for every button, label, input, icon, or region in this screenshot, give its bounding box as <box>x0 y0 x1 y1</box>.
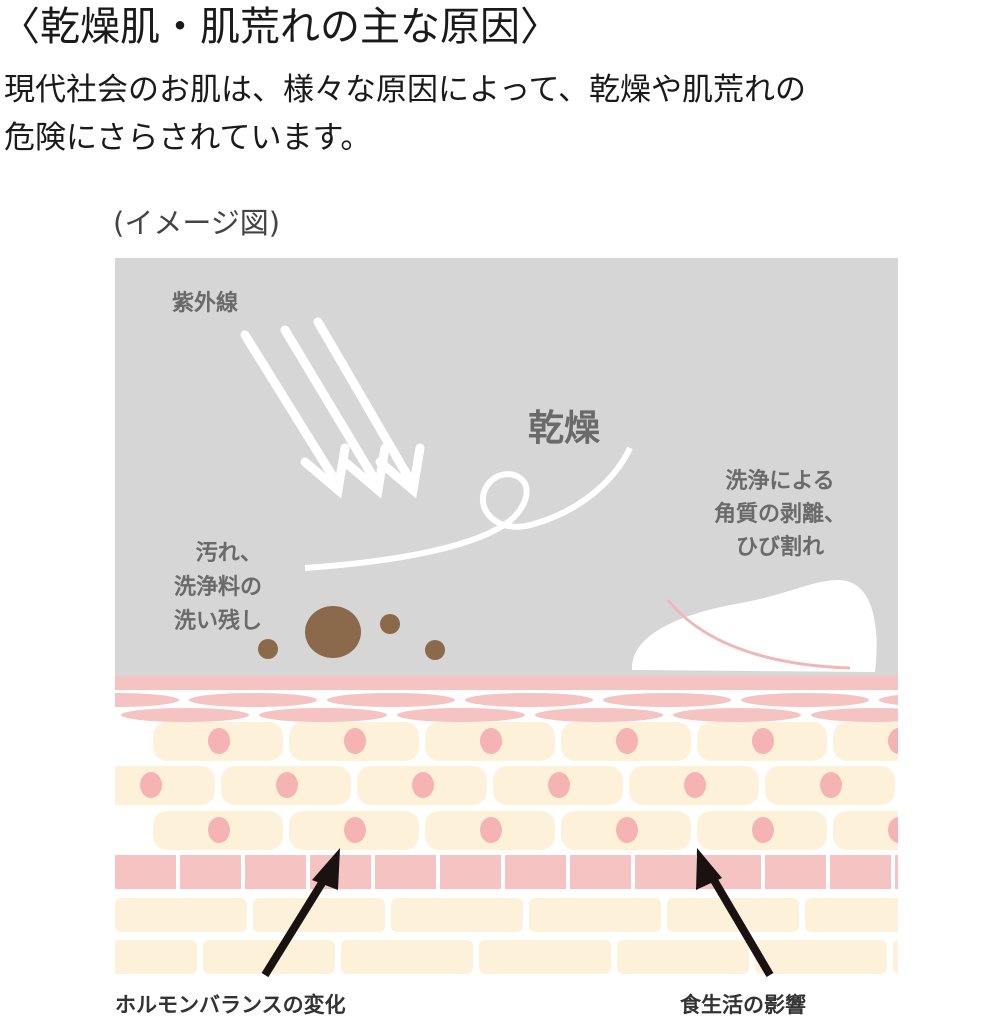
dryness-swirl-icon <box>304 446 633 571</box>
flat-cell <box>741 693 869 707</box>
cell-nucleus <box>480 817 502 843</box>
skin-cell <box>901 766 984 805</box>
cell-nucleus <box>140 772 162 798</box>
cell-nucleus <box>684 772 706 798</box>
peeling-label: ひび割れ <box>736 534 824 560</box>
dermis-cell <box>805 898 898 932</box>
flat-cell <box>189 693 317 707</box>
cell-nucleus <box>548 772 570 798</box>
flat-cell <box>397 708 525 722</box>
skin-cell <box>115 766 215 805</box>
dirt-label: 汚れ、 <box>196 541 262 566</box>
dryness-label: 乾燥 <box>528 408 601 449</box>
flat-cell <box>465 693 593 707</box>
dermis-cell <box>755 940 887 974</box>
basal-cell <box>115 855 176 889</box>
cell-nucleus <box>208 728 230 754</box>
intro-line: 現代社会のお肌は、様々な原因によって、乾燥や肌荒れの <box>4 72 806 108</box>
uv-arrows-icon <box>240 317 425 499</box>
basal-cell <box>570 855 631 889</box>
hormone-arrow-icon <box>261 848 340 978</box>
skin-cell <box>969 811 984 850</box>
dermis-cell <box>341 940 473 974</box>
flat-cell <box>811 708 898 722</box>
basal-cell <box>765 855 826 889</box>
skin-cell <box>833 722 898 761</box>
skin-cell <box>969 722 984 761</box>
stratum-corneum <box>115 676 898 690</box>
hormone-label: ホルモンバランスの変化 <box>115 992 346 1017</box>
dermis-cell <box>479 940 611 974</box>
flat-cell <box>259 708 387 722</box>
flat-cell <box>603 693 731 707</box>
cell-nucleus <box>752 728 774 754</box>
dermis-cell <box>893 940 898 974</box>
peeling-label: 洗浄による <box>725 468 834 494</box>
basal-cell <box>635 855 696 889</box>
basal-cell <box>245 855 306 889</box>
skin-layers <box>115 676 984 980</box>
cell-nucleus <box>616 728 638 754</box>
cell-nucleus <box>480 728 502 754</box>
flat-cell <box>879 695 898 705</box>
skin-cell <box>833 811 898 850</box>
flat-cell <box>673 708 801 722</box>
dermis-cell <box>617 940 749 974</box>
basal-cell <box>440 855 501 889</box>
cell-nucleus <box>888 728 898 754</box>
page-title: 〈乾燥肌・肌荒れの主な原因〉 <box>0 4 560 50</box>
cell-nucleus <box>820 772 842 798</box>
dermis-cell <box>253 898 385 932</box>
cell-nucleus <box>412 772 434 798</box>
dermis-cell <box>115 898 247 932</box>
diet-arrow-icon <box>696 848 774 978</box>
flake-crack <box>666 599 851 670</box>
dermis-cell <box>203 940 335 974</box>
basal-cell <box>180 855 241 889</box>
image-caption: (イメージ図) <box>113 206 281 240</box>
cell-nucleus <box>344 728 366 754</box>
flat-cell <box>121 708 249 722</box>
cell-nucleus <box>208 817 230 843</box>
diet-label: 食生活の影響 <box>680 992 806 1017</box>
flat-cell <box>949 708 984 722</box>
cell-nucleus <box>616 817 638 843</box>
cell-nucleus <box>276 772 298 798</box>
basal-cell <box>375 855 436 889</box>
dermis-cell <box>391 898 523 932</box>
dirt-label: 洗い残し <box>174 608 262 634</box>
basal-cell <box>830 855 891 889</box>
cell-nucleus <box>888 817 898 843</box>
dirt-particles-icon <box>258 606 445 660</box>
intro-line: 危険にさらされています。 <box>4 120 372 156</box>
basal-cell <box>895 855 898 889</box>
flat-cell <box>535 708 663 722</box>
dermis-cell <box>529 898 661 932</box>
cell-nucleus <box>344 817 366 843</box>
cell-nucleus <box>752 817 774 843</box>
basal-cell <box>505 855 566 889</box>
cell-nucleus <box>956 772 978 798</box>
peeling-label: 角質の剥離、 <box>714 501 846 527</box>
dirt-label: 洗浄料の <box>174 574 262 600</box>
peeling-flake-icon <box>631 580 877 672</box>
uv-label: 紫外線 <box>172 290 238 316</box>
flat-cell <box>327 693 455 707</box>
flat-cell <box>115 693 179 707</box>
dermis-cell <box>115 940 197 974</box>
intro-text: 現代社会のお肌は、様々な原因によって、乾燥や肌荒れの 危険にさらされています。 <box>4 66 806 162</box>
